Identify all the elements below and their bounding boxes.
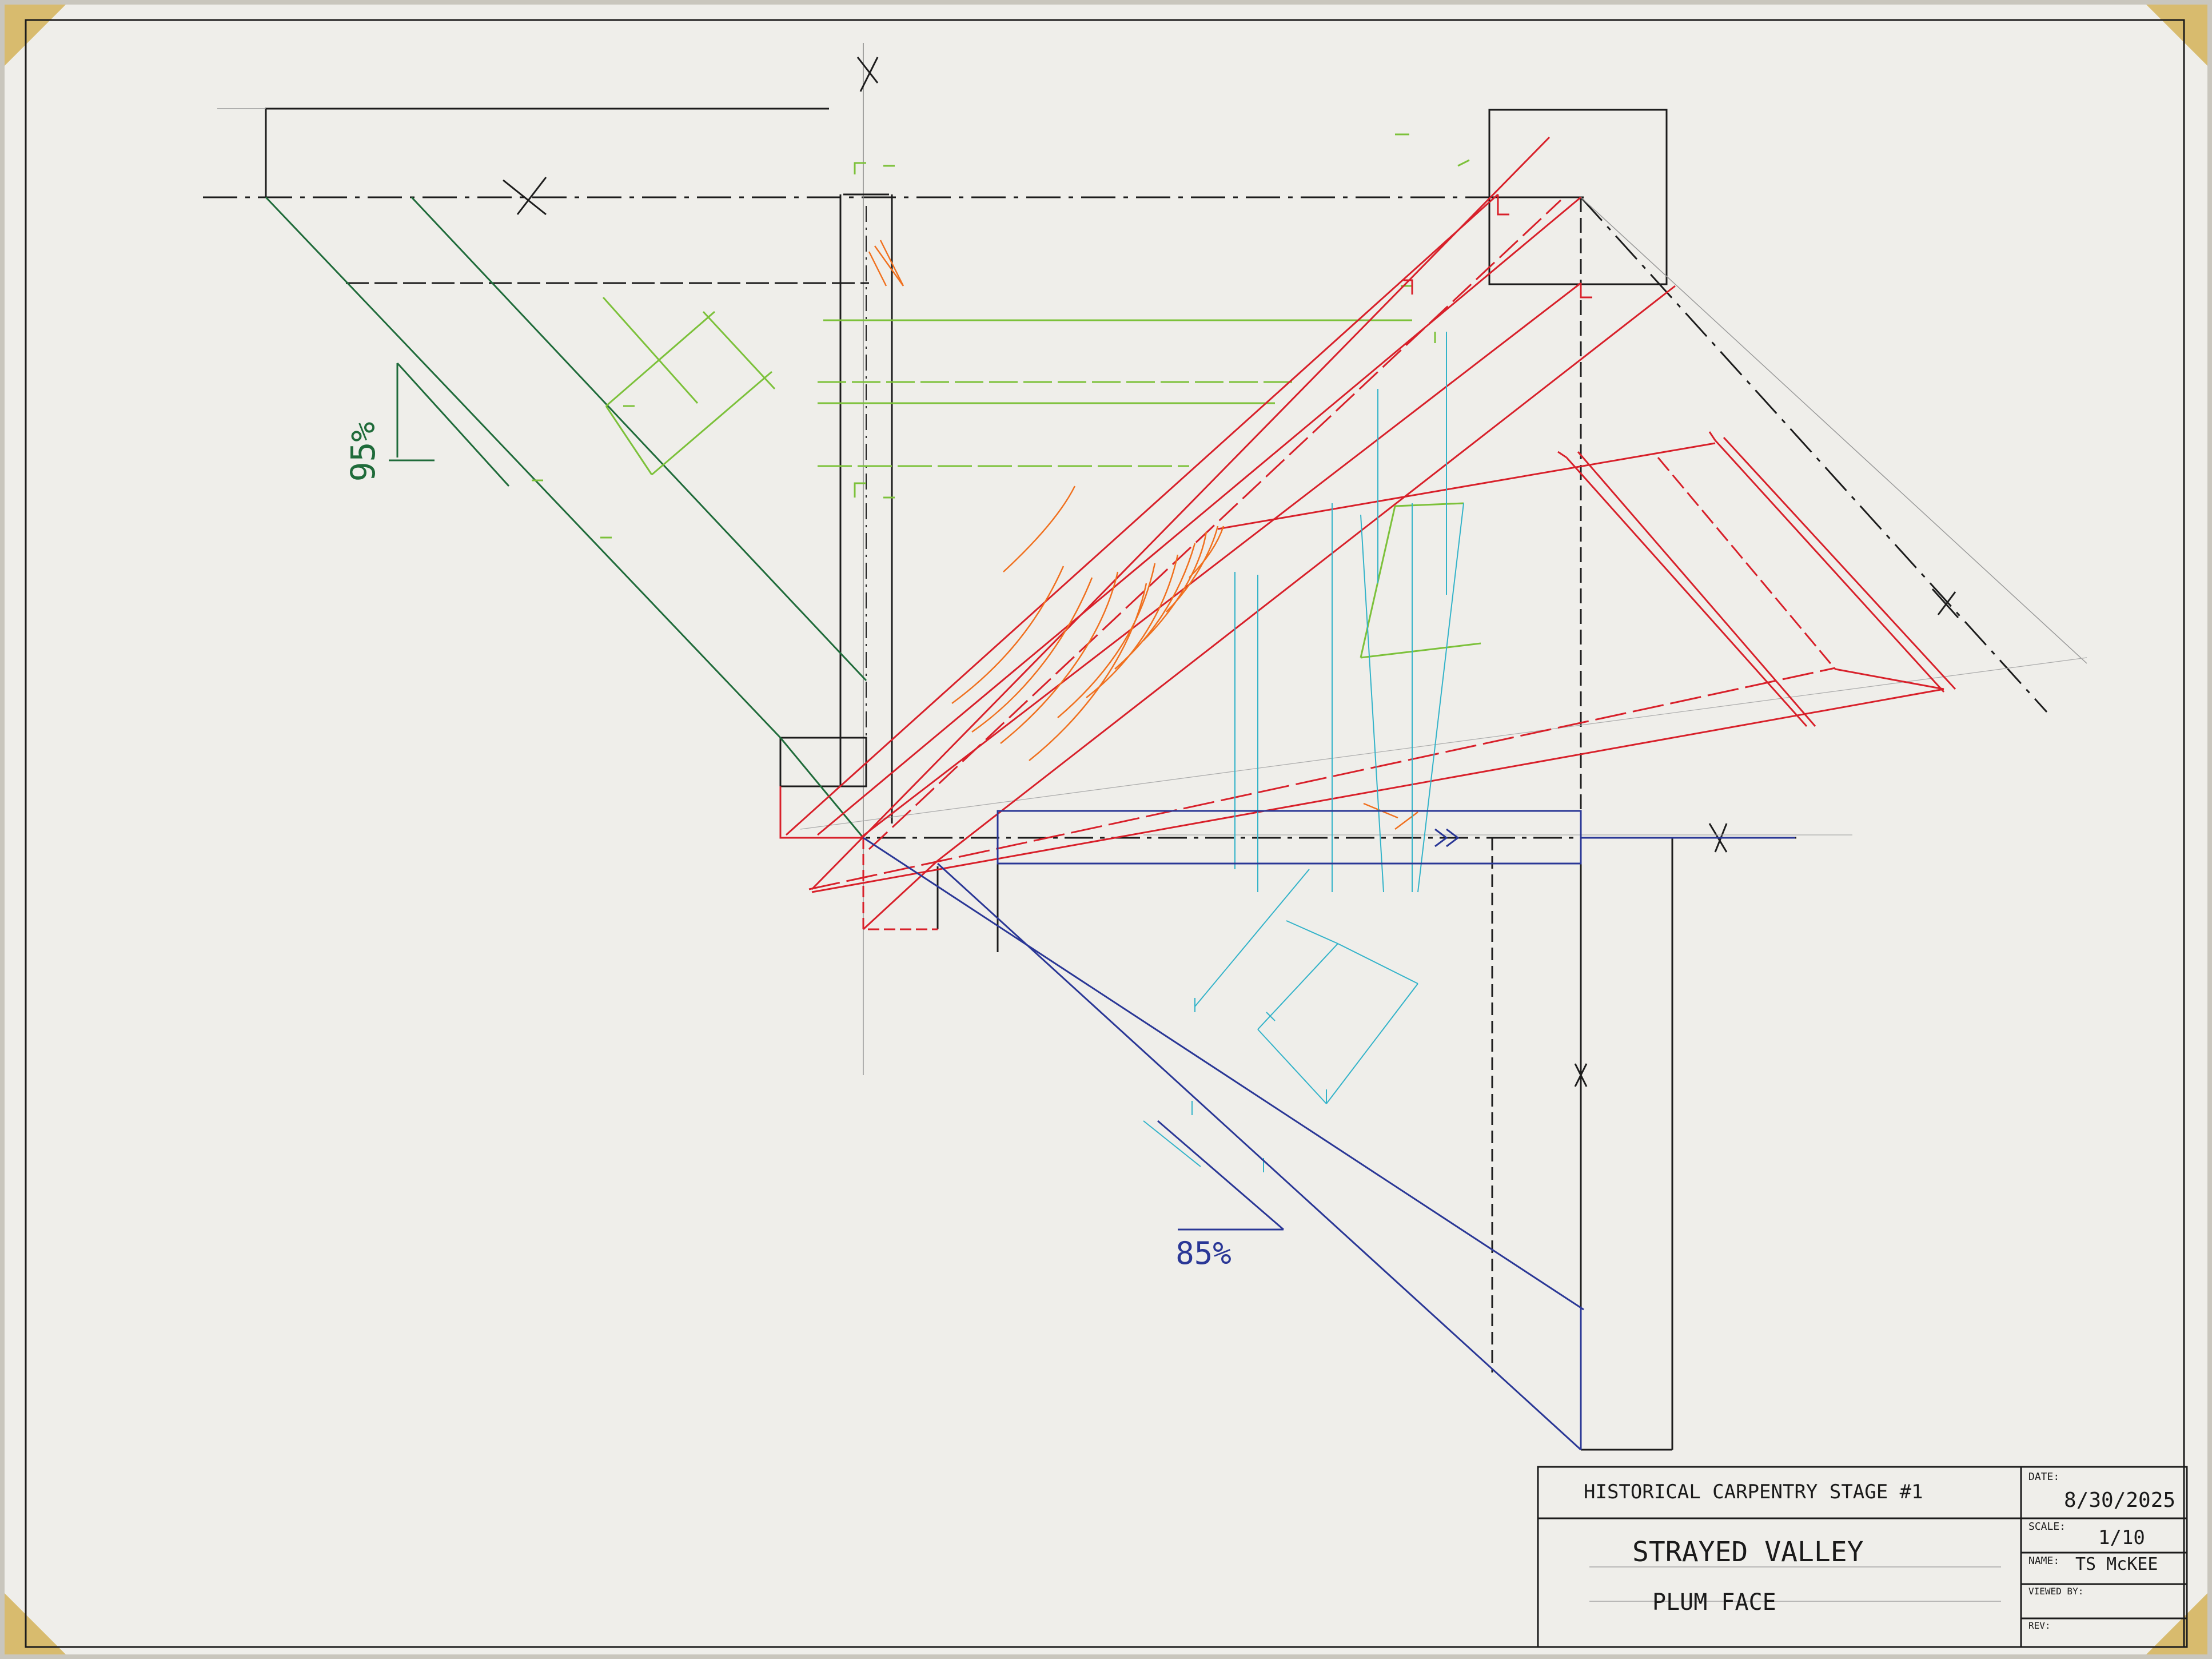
right-diagonal xyxy=(1580,196,2048,713)
paper xyxy=(5,5,2207,1654)
upper-rafter xyxy=(265,196,867,838)
viewed-by-label: VIEWED BY: xyxy=(2028,1586,2083,1597)
scale-value: 1/10 xyxy=(2098,1526,2145,1549)
lower-rafter-top-edge xyxy=(863,837,1584,1311)
name-value: TS McKEE xyxy=(2075,1554,2158,1574)
scale-label: SCALE: xyxy=(2028,1521,2066,1533)
title-block xyxy=(1537,1466,2188,1648)
date-label: DATE: xyxy=(2028,1471,2059,1483)
name-label: NAME: xyxy=(2028,1555,2059,1567)
lower-rafter-bottom-edge xyxy=(936,862,1582,1451)
valley-rafter xyxy=(779,136,1956,930)
upper-slope-label: 95% xyxy=(344,422,382,482)
upper-rafter-top-edge xyxy=(410,196,867,682)
rev-label: REV: xyxy=(2028,1620,2051,1631)
green-projection-lines xyxy=(532,133,1481,659)
drawing-title: STRAYED VALLEY xyxy=(1632,1536,1864,1568)
upper-rafter-bottom-edge xyxy=(265,196,782,739)
course-title: HISTORICAL CARPENTRY STAGE #1 xyxy=(1584,1481,1923,1503)
valley-rafter-line-a xyxy=(785,193,1499,836)
orange-arcs xyxy=(868,240,1418,830)
lower-rafter xyxy=(863,810,1795,1451)
sheet-border xyxy=(25,19,2185,1648)
lower-slope-label: 85% xyxy=(1175,1235,1231,1271)
date-value: 8/30/2025 xyxy=(2064,1489,2175,1512)
drawing-subtitle: PLUM FACE xyxy=(1652,1589,1776,1616)
corner-tape-bottom-right xyxy=(2146,1593,2207,1654)
corner-tape-bottom-left xyxy=(5,1593,66,1654)
cyan-projection-lines xyxy=(1143,332,1464,1172)
